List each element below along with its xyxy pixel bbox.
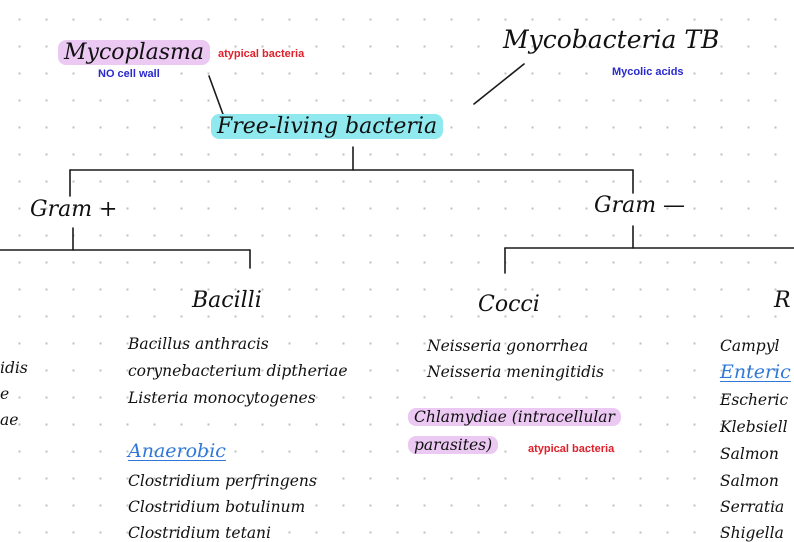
cocci-item-2: Neisseria meningitidis: [427, 363, 605, 381]
anaerobic-heading: Anaerobic: [128, 440, 226, 462]
bacilli-heading: Bacilli: [192, 288, 262, 313]
chlamydiae-line-2: parasites): [408, 436, 499, 454]
enteric-item-2: Klebsiell: [720, 418, 788, 436]
bacilli-item-2: corynebacterium diptheriae: [128, 362, 348, 380]
chlamydiae-atypical-note: atypical bacteria: [528, 443, 615, 455]
enteric-item-3: Salmon: [720, 445, 779, 463]
mycoplasma-atypical-note: atypical bacteria: [218, 48, 305, 60]
enteric-item-6: Shigella: [720, 524, 784, 542]
root-node: Free-living bacteria: [211, 114, 444, 139]
cocci-heading: Cocci: [478, 292, 540, 317]
enteric-heading: Enteric: [720, 361, 791, 383]
cocci-left-partial-2: e: [0, 385, 10, 403]
cocci-item-1: Neisseria gonorrhea: [427, 337, 589, 355]
mycoplasma-label: Mycoplasma: [58, 40, 211, 65]
rods-item-1: Campyl: [720, 337, 780, 355]
enteric-item-1: Escheric: [720, 391, 789, 409]
mycoplasma-cell-wall-note: NO cell wall: [98, 68, 160, 80]
mycobacteria-label: Mycobacteria TB: [503, 25, 720, 54]
gram-negative-label: Gram —: [594, 193, 686, 218]
bacilli-item-1: Bacillus anthracis: [128, 335, 269, 353]
mycobacteria-mycolic-note: Mycolic acids: [612, 66, 684, 78]
gram-positive-label: Gram +: [30, 197, 118, 222]
chlamydiae-line-1: Chlamydiae (intracellular: [408, 408, 621, 426]
connector-mycoplasma-to-root: [208, 75, 225, 118]
bacilli-item-3: Listeria monocytogenes: [128, 389, 316, 407]
enteric-item-5: Serratia: [720, 498, 785, 516]
cocci-left-partial-3: ae: [0, 411, 19, 429]
anaerobic-item-1: Clostridium perfringens: [128, 472, 317, 490]
rods-heading: R: [774, 288, 791, 313]
enteric-item-4: Salmon: [720, 472, 779, 490]
connector-mycobacteria-to-root: [473, 63, 525, 105]
cocci-left-partial-1: idis: [0, 359, 28, 377]
anaerobic-item-2: Clostridium botulinum: [128, 498, 306, 516]
anaerobic-item-3: Clostridium tetani: [128, 524, 271, 542]
